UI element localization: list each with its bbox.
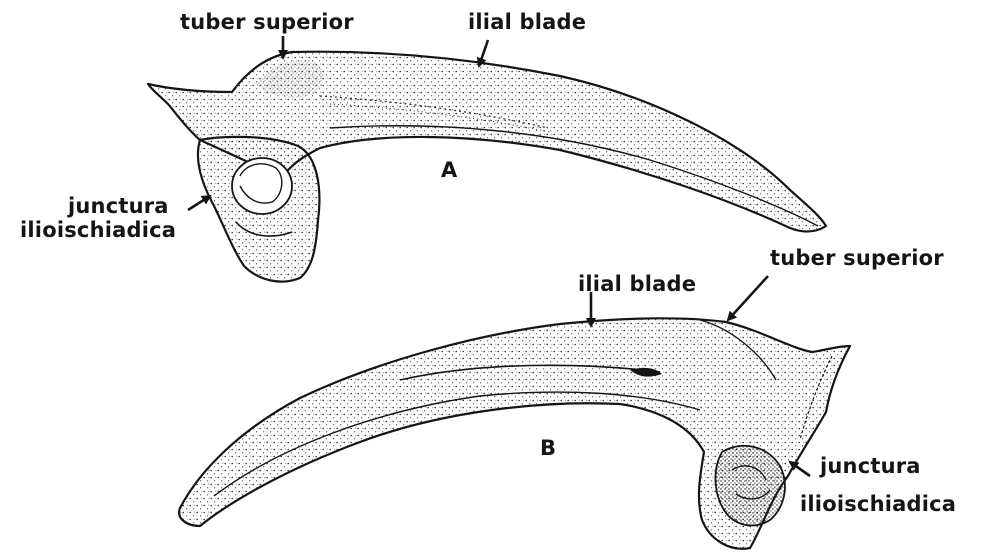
view-b-junctura-label-line2: ilioischiadica (800, 494, 956, 515)
view-b-tuber-superior-arrow (728, 276, 768, 320)
view-a-tuber-superior-label: tuber superior (180, 12, 354, 33)
view-a-ilial-blade-label: ilial blade (468, 12, 586, 33)
view-b-junctura-label-line1: junctura (820, 456, 921, 477)
view-b-junctura-surface (715, 446, 785, 526)
view-a-junctura-label-line1: junctura (68, 196, 169, 217)
view-b-letter: B (540, 438, 556, 459)
view-a-junctura-surface (232, 158, 292, 214)
view-b-tuber-superior-label: tuber superior (770, 248, 944, 269)
view-a-junctura-label-line2: ilioischiadica (20, 220, 176, 241)
view-b-ilium (179, 318, 850, 548)
view-a-ilium (148, 52, 826, 282)
view-a-letter: A (441, 160, 457, 181)
view-a-junctura-arrow (188, 196, 210, 210)
view-b-ilial-blade-label: ilial blade (578, 274, 696, 295)
